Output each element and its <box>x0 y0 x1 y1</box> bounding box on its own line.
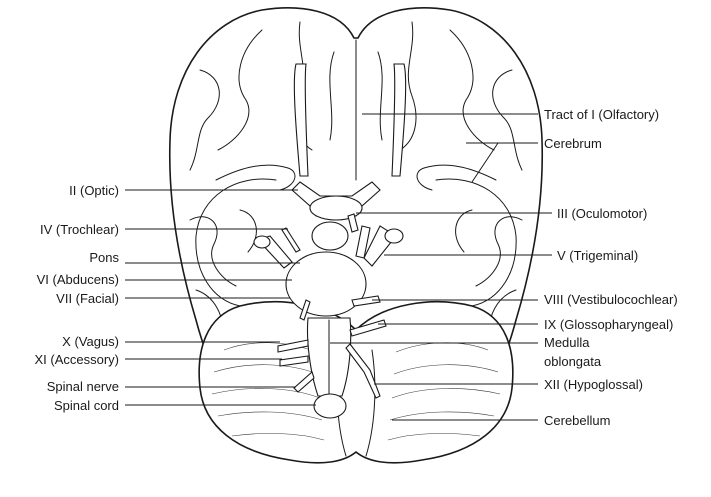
label-pons: Pons <box>89 250 119 265</box>
label-spinal-cord: Spinal cord <box>54 398 119 413</box>
label-cerebellum: Cerebellum <box>544 413 610 428</box>
label-cerebrum: Cerebrum <box>544 136 602 151</box>
label-optic: II (Optic) <box>69 183 119 198</box>
label-accessory: XI (Accessory) <box>34 352 119 367</box>
label-abducens: VI (Abducens) <box>37 272 119 287</box>
label-glossopharyngeal: IX (Glossopharyngeal) <box>544 317 673 332</box>
label-hypoglossal: XII (Hypoglossal) <box>544 377 643 392</box>
label-medulla-line1: Medulla <box>544 335 590 350</box>
label-oculomotor: III (Oculomotor) <box>557 206 647 221</box>
label-facial: VII (Facial) <box>56 291 119 306</box>
label-medulla-line2: oblongata <box>544 354 602 369</box>
label-vagus: X (Vagus) <box>62 334 119 349</box>
label-vestibulocochlear: VIII (Vestibulocochlear) <box>544 292 678 307</box>
label-olfactory: Tract of I (Olfactory) <box>544 107 659 122</box>
label-trochlear: IV (Trochlear) <box>40 222 119 237</box>
label-spinal-nerve: Spinal nerve <box>47 379 119 394</box>
label-trigeminal: V (Trigeminal) <box>557 248 638 263</box>
